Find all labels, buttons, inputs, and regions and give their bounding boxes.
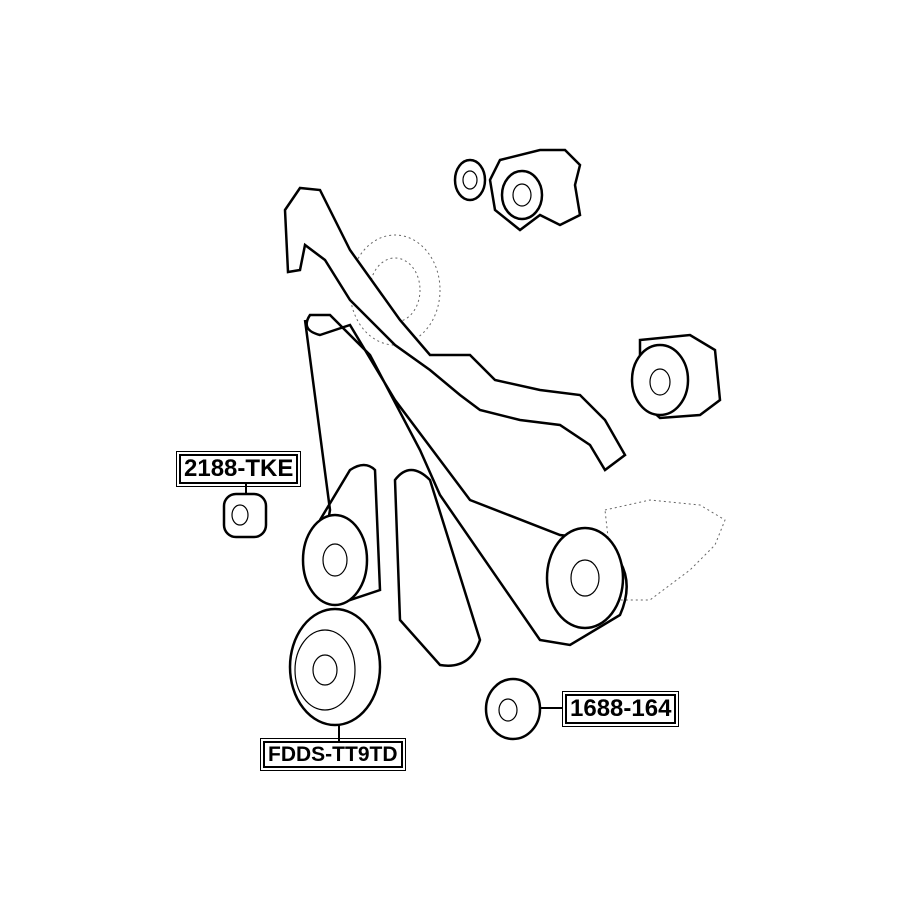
engine-bracket (283, 186, 627, 472)
part-label-2188-tke: 2188-TKE (175, 451, 302, 487)
idler-pulley-upper (222, 482, 268, 539)
crankshaft-pulley (288, 607, 382, 741)
power-steering-pulley (301, 513, 369, 607)
water-pump-pulley (545, 526, 625, 630)
water-pump-housing (604, 499, 726, 601)
tensioner-assembly-top (453, 148, 582, 232)
part-label-1688-164: 1688-164 (561, 691, 680, 727)
idler-pulley-lower (484, 677, 563, 741)
alternator (349, 234, 441, 346)
tensioner-right (630, 333, 722, 420)
part-label-fdds-tt9td: FDDS-TT9TD (260, 738, 406, 771)
